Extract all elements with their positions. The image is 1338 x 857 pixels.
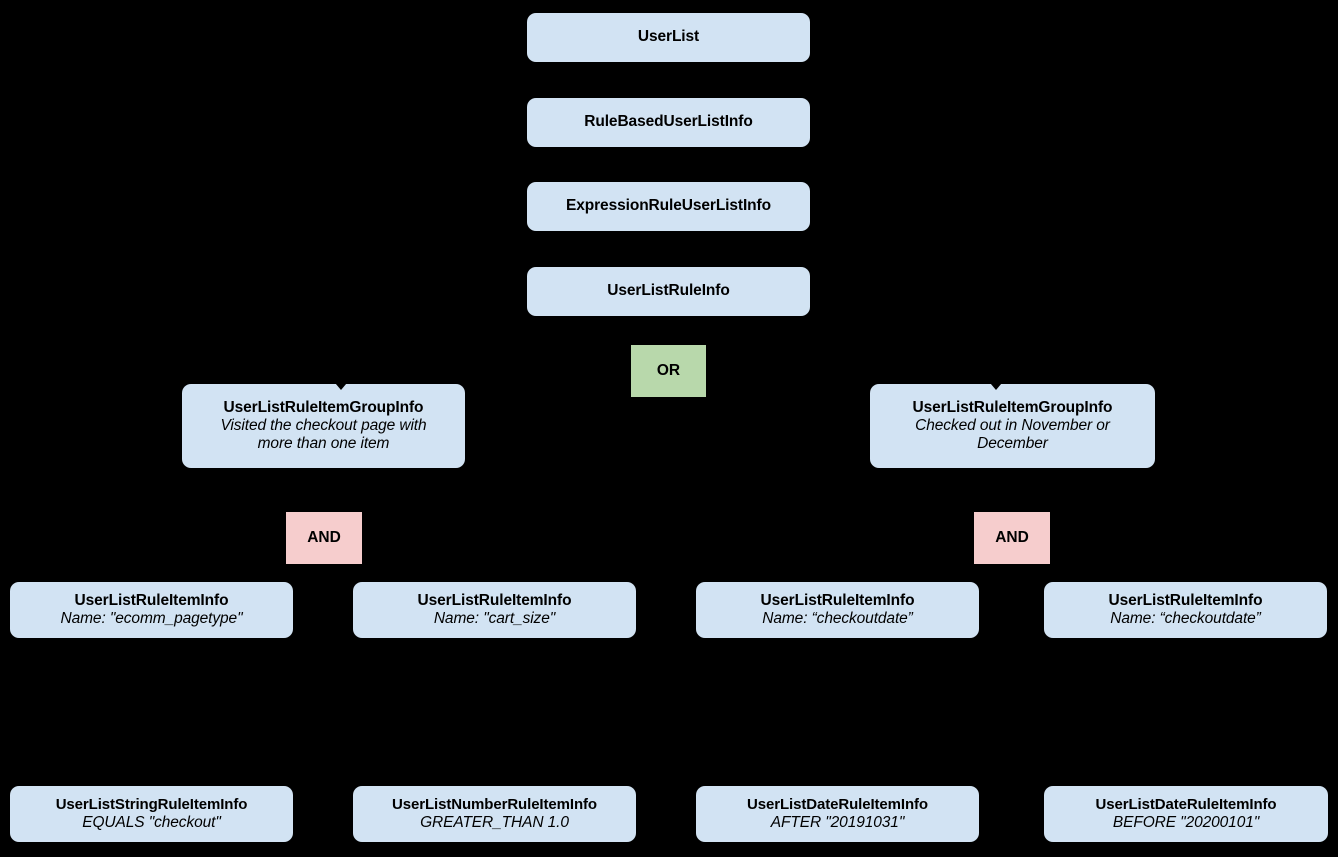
arrowhead-icon-group-right [985,377,1007,390]
edge-rule-item-4-to-leaf-4 [1185,638,1187,786]
node-user-list-title: UserList [637,28,700,46]
node-leaf-3-title: UserListDateRuleItemInfo [747,796,928,814]
edge-and-right-to-rule-item-4 [1185,564,1187,582]
node-rule-item-4-title: UserListRuleItemInfo [1108,591,1263,609]
node-leaf-1-title: UserListStringRuleItemInfo [55,796,248,814]
node-group-left-title: UserListRuleItemGroupInfo [223,398,424,416]
edge-or-to-group-left-horizontal [340,371,668,373]
node-leaf-4-title: UserListDateRuleItemInfo [1095,796,1277,814]
node-group-right-subtitle-line1: Checked out in November or [915,416,1110,434]
node-group-left-subtitle-line1: Visited the checkout page with [220,416,427,434]
node-leaf-3-subtitle: AFTER "20191031" [770,813,905,831]
arrowhead-icon-group-left [330,377,352,390]
node-leaf-4[interactable]: UserListDateRuleItemInfo BEFORE "2020010… [1044,786,1328,842]
node-rule-item-2-title: UserListRuleItemInfo [417,591,572,609]
edge-rule-item-2-to-leaf-2 [494,638,496,786]
edge-rule-item-1-to-leaf-1 [151,638,153,786]
edge-and-left-to-children-horizontal [151,564,495,566]
node-rule-item-1[interactable]: UserListRuleItemInfo Name: "ecomm_pagety… [10,582,293,638]
edge-ruleinfo-to-or [667,315,669,345]
node-rule-based-user-list-info[interactable]: RuleBasedUserListInfo [527,98,810,147]
edge-rule-item-3-to-leaf-3 [838,638,840,786]
node-expression-rule-user-list-info-title: ExpressionRuleUserListInfo [566,197,771,215]
node-group-left-subtitle-line2: more than one item [257,435,390,453]
edge-expression-to-ruleinfo [667,231,669,267]
node-and-operator-right[interactable]: AND [974,512,1050,564]
node-leaf-2[interactable]: UserListNumberRuleItemInfo GREATER_THAN … [353,786,636,842]
node-rule-item-4[interactable]: UserListRuleItemInfo Name: “checkoutdate… [1044,582,1327,638]
node-and-operator-left[interactable]: AND [286,512,362,564]
node-group-right-subtitle-line2: December [977,435,1048,453]
edge-and-right-to-rule-item-3 [838,564,840,582]
node-leaf-1[interactable]: UserListStringRuleItemInfo EQUALS "check… [10,786,293,842]
node-user-list[interactable]: UserList [527,13,810,62]
edge-group-left-to-and [323,468,325,512]
edge-and-left-to-rule-item-1 [151,564,153,582]
edge-rulebased-to-expression [667,147,669,182]
and-operator-right-label: AND [995,528,1029,546]
node-group-left[interactable]: UserListRuleItemGroupInfo Visited the ch… [182,384,465,468]
node-rule-based-user-list-info-title: RuleBasedUserListInfo [584,113,753,131]
or-operator-label: OR [656,361,681,379]
node-rule-item-4-subtitle: Name: “checkoutdate” [1110,610,1261,627]
and-operator-left-label: AND [307,528,341,546]
edge-and-left-to-rule-item-2 [494,564,496,582]
node-rule-item-1-title: UserListRuleItemInfo [74,591,229,609]
edge-or-to-group-right-horizontal [706,371,996,373]
node-rule-item-3[interactable]: UserListRuleItemInfo Name: “checkoutdate… [696,582,979,638]
node-rule-item-3-subtitle: Name: “checkoutdate” [762,610,913,627]
node-leaf-1-subtitle: EQUALS "checkout" [82,813,221,831]
edge-userlist-to-rulebased [667,62,669,97]
node-expression-rule-user-list-info[interactable]: ExpressionRuleUserListInfo [527,182,810,231]
edge-group-right-to-and [1010,468,1012,512]
node-leaf-3[interactable]: UserListDateRuleItemInfo AFTER "20191031… [696,786,979,842]
edge-and-right-to-children-horizontal [838,564,1186,566]
node-user-list-rule-info[interactable]: UserListRuleInfo [527,267,810,316]
node-rule-item-1-subtitle: Name: "ecomm_pagetype" [60,610,243,627]
node-leaf-2-subtitle: GREATER_THAN 1.0 [420,813,569,831]
node-user-list-rule-info-title: UserListRuleInfo [607,282,730,300]
node-rule-item-3-title: UserListRuleItemInfo [760,591,915,609]
node-leaf-2-title: UserListNumberRuleItemInfo [392,796,597,814]
node-or-operator[interactable]: OR [631,345,706,397]
node-group-right[interactable]: UserListRuleItemGroupInfo Checked out in… [870,384,1155,468]
node-group-right-title: UserListRuleItemGroupInfo [912,398,1113,416]
node-rule-item-2-subtitle: Name: "cart_size" [433,610,556,627]
node-rule-item-2[interactable]: UserListRuleItemInfo Name: "cart_size" [353,582,636,638]
node-leaf-4-subtitle: BEFORE "20200101" [1112,813,1260,831]
